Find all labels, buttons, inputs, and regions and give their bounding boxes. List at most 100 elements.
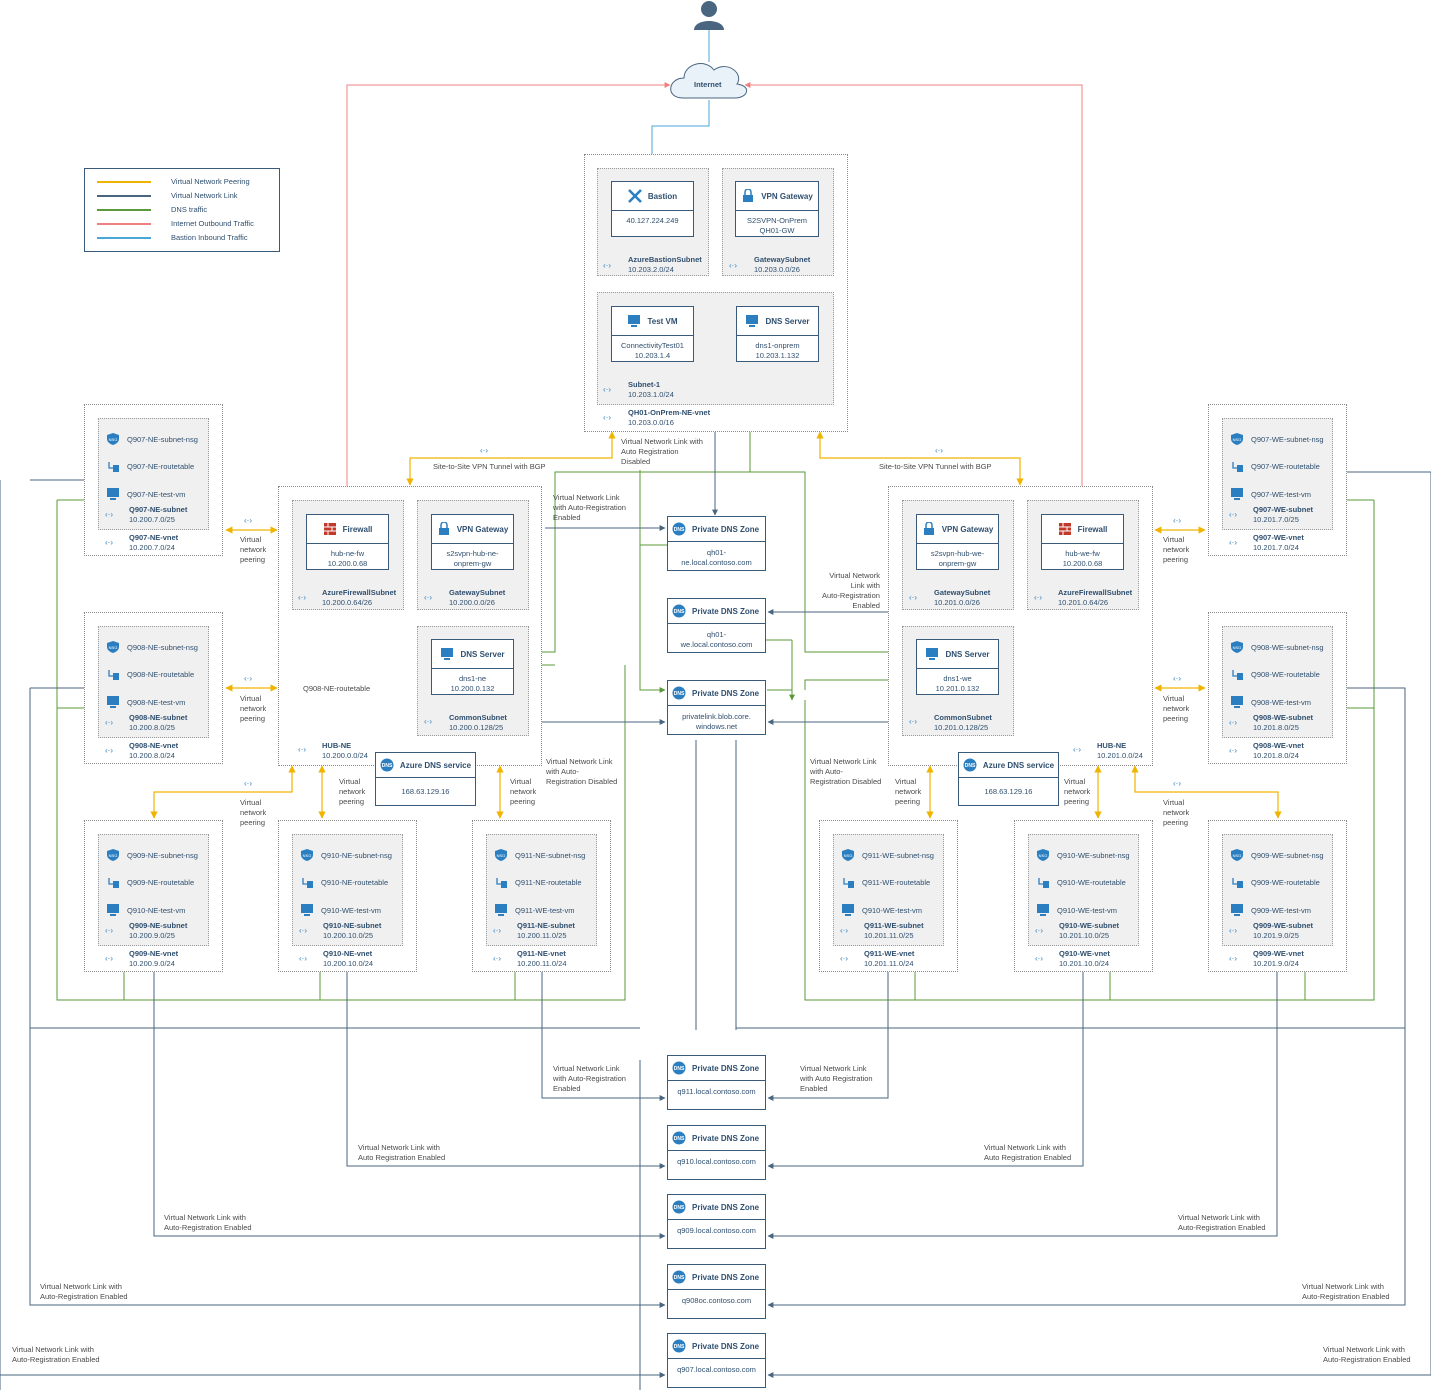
internet-label: Internet xyxy=(694,80,722,89)
vm-name: Q911-WE-test-vm xyxy=(515,905,575,915)
vm-row[interactable]: Q908-NE-test-vm xyxy=(107,696,185,708)
bastion-card[interactable]: Bastion 40.127.224.249 xyxy=(611,181,694,237)
card-line: QH01-GW xyxy=(759,226,795,235)
routetable-row[interactable]: Q911-NE-routetable xyxy=(495,876,582,888)
vm-row[interactable]: Q908-WE-test-vm xyxy=(1231,696,1311,708)
routetable-row[interactable]: Q908-WE-routetable xyxy=(1231,668,1320,680)
firewall-icon xyxy=(323,522,337,536)
vm-row[interactable]: Q909-WE-test-vm xyxy=(1231,904,1311,916)
routetable-row[interactable]: Q907-NE-routetable xyxy=(107,460,194,472)
card-line: dns1-we xyxy=(943,674,972,683)
vm-row[interactable]: Q910-NE-test-vm xyxy=(107,904,185,916)
vm-row[interactable]: Q910-WE-test-vm xyxy=(301,904,381,916)
vm-row[interactable]: Q910-WE-test-vm xyxy=(842,904,922,916)
vm-name: Q908-NE-test-vm xyxy=(127,697,186,707)
route-table-icon xyxy=(1037,876,1049,888)
route-table-icon xyxy=(1231,876,1243,888)
vnet-link-label: Virtual Network Link with Auto-Registrat… xyxy=(1323,1345,1411,1364)
legend-item: Bastion Inbound Traffic xyxy=(97,233,248,242)
zone-name: privatelink.blob.core. windows.net xyxy=(682,712,751,731)
subnet-icon: ‹·› xyxy=(909,593,917,602)
vnet-cidr: 10.201.10.0/24 xyxy=(1059,959,1110,968)
routetable-row[interactable]: Q910-WE-routetable xyxy=(1037,876,1126,888)
vnet-cidr: 10.200.8.0/24 xyxy=(129,751,175,760)
vnet-cidr: 10.201.11.0/24 xyxy=(864,959,914,968)
subnet-name: AzureFirewallSubnet xyxy=(1058,588,1133,597)
vpn-gateway-we-card[interactable]: VPN Gateway s2svpn-hub-we-onprem-gw xyxy=(916,514,999,570)
vm-row[interactable]: Q910-WE-test-vm xyxy=(1037,904,1117,916)
nsg-name: Q907-WE-subnet-nsg xyxy=(1251,434,1324,444)
svg-text:NSG: NSG xyxy=(1233,645,1242,650)
routetable-row[interactable]: Q909-NE-routetable xyxy=(107,876,194,888)
vnet-cidr: 10.200.10.0/24 xyxy=(323,959,374,968)
card-line: onprem-gw xyxy=(453,559,492,568)
lock-icon xyxy=(922,521,936,536)
vnet-name: Q911-NE-vnet xyxy=(517,949,566,958)
card-line: 10.201.0.132 xyxy=(935,684,980,693)
svg-text:NSG: NSG xyxy=(497,853,506,858)
subnet-cidr: 10.201.8.0/25 xyxy=(1253,723,1299,732)
vm-row[interactable]: Q911-WE-test-vm xyxy=(495,904,574,916)
vm-icon xyxy=(107,904,119,916)
vnet-icon: ‹·› xyxy=(603,413,611,422)
card-line: hub-we-fw xyxy=(1065,549,1100,558)
vnet-cidr: 10.200.7.0/24 xyxy=(129,543,175,552)
vnet-name: Q907-WE-vnet xyxy=(1253,533,1304,542)
svg-text:NSG: NSG xyxy=(109,437,118,442)
vnet-icon: ‹·› xyxy=(1229,954,1237,963)
routetable-row[interactable]: Q911-WE-routetable xyxy=(842,876,930,888)
routetable-row[interactable]: Q907-WE-routetable xyxy=(1231,460,1320,472)
vm-icon xyxy=(301,904,313,916)
user-icon xyxy=(694,1,724,30)
routetable-row[interactable]: Q910-NE-routetable xyxy=(301,876,388,888)
vnet-link-label: Virtual Network Link with Auto Registrat… xyxy=(800,1064,873,1093)
subnet-icon: ‹·› xyxy=(1229,926,1237,935)
vm-name: Q910-NE-test-vm xyxy=(127,905,186,915)
svg-text:DNS: DNS xyxy=(674,1136,685,1142)
routetable-row[interactable]: Q909-WE-routetable xyxy=(1231,876,1320,888)
subnet-icon: ‹·› xyxy=(729,261,737,270)
peering-label: Virtual network peering xyxy=(240,798,267,827)
routetable-name: Q911-WE-routetable xyxy=(862,877,931,887)
routetable-row[interactable]: Q908-NE-routetable xyxy=(107,668,194,680)
vnet-name: Q908-WE-vnet xyxy=(1253,741,1304,750)
vm-row[interactable]: Q907-WE-test-vm xyxy=(1231,488,1311,500)
subnet-icon: ‹·› xyxy=(493,926,501,935)
dns-icon: DNS xyxy=(672,1339,686,1353)
vm-row[interactable]: Q907-NE-test-vm xyxy=(107,488,185,500)
svg-text:DNS: DNS xyxy=(674,691,685,697)
nsg-name: Q911-WE-subnet-nsg xyxy=(862,850,934,860)
vm-name: Q908-WE-test-vm xyxy=(1251,697,1312,707)
vnet-name: Q911-WE-vnet xyxy=(864,949,915,958)
s2s-vpn-label: Site-to-Site VPN Tunnel with BGP xyxy=(879,462,992,471)
vpn-gateway-ne-card[interactable]: VPN Gateway s2svpn-hub-ne-onprem-gw xyxy=(431,514,514,570)
